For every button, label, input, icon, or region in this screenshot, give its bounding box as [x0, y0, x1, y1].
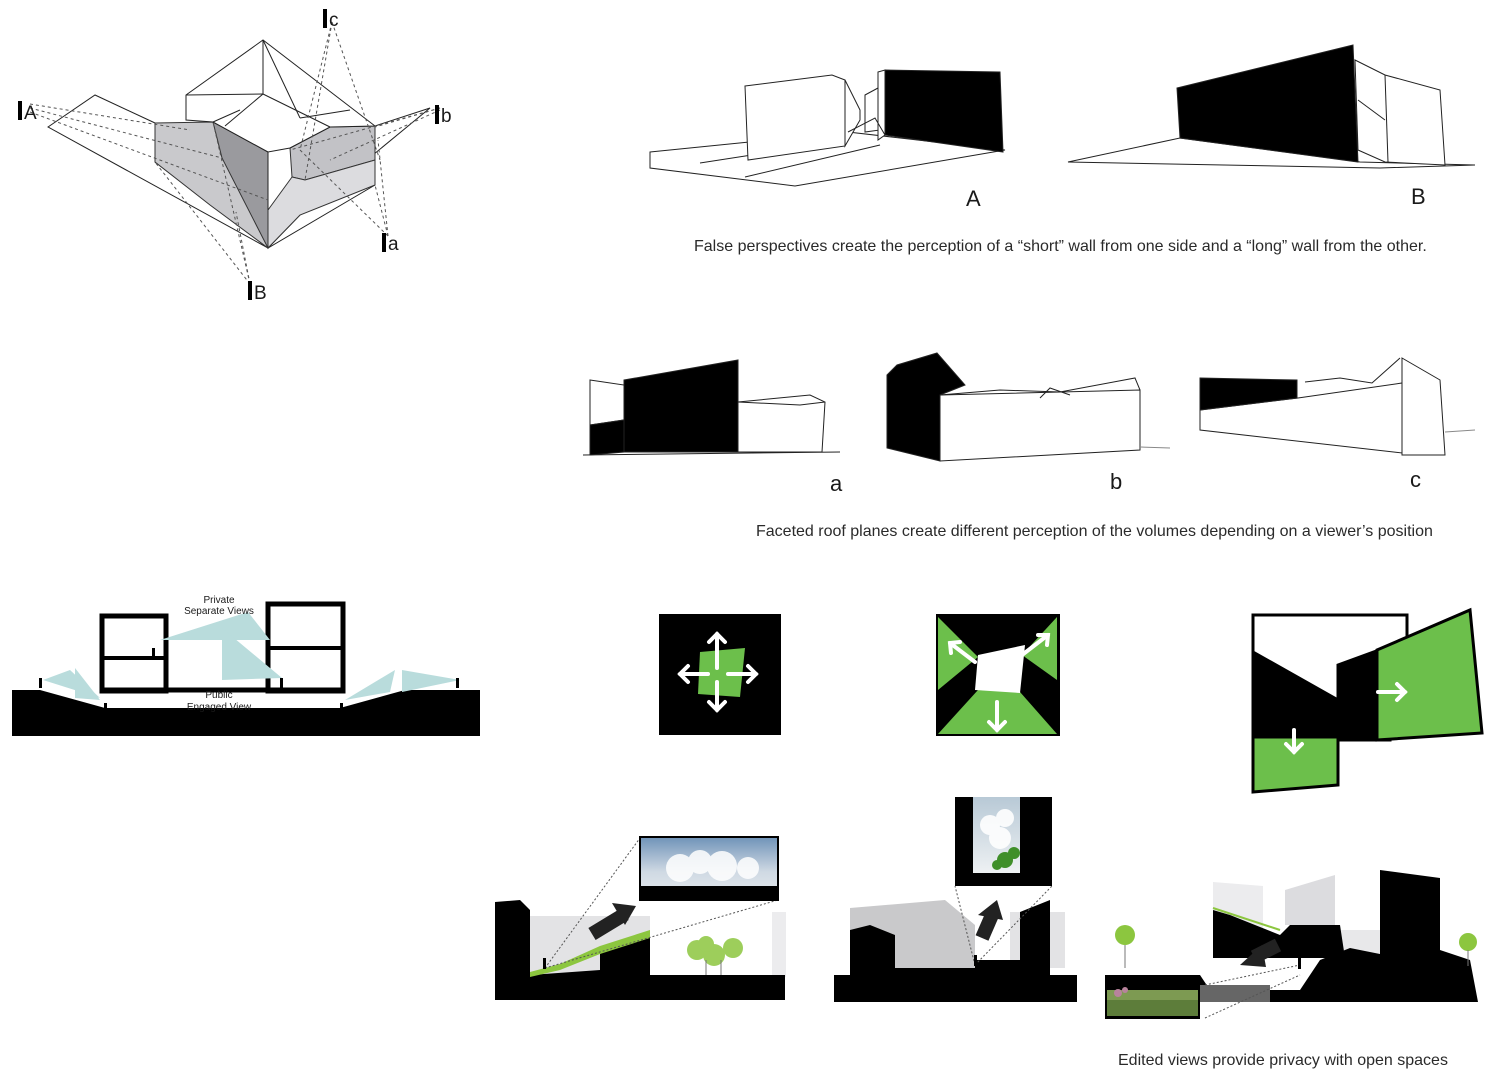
- roof-view-c: [1199, 357, 1476, 456]
- false-perspective-caption: False perspectives create the perception…: [694, 238, 1427, 255]
- axon-marker-A: A: [18, 101, 37, 124]
- roof-view-a: [582, 359, 841, 456]
- marker-label-A: A: [24, 103, 37, 124]
- tree-icon: [687, 936, 743, 966]
- section-diagram: [12, 601, 480, 736]
- private-label-line1: Private: [203, 595, 235, 606]
- perspective-view-A: [649, 69, 1006, 187]
- roof-view-b: [886, 352, 1171, 462]
- axon-marker-b: b: [435, 105, 452, 127]
- public-label-line1: Public: [205, 690, 232, 701]
- edited-view-section-1: [495, 836, 786, 1000]
- perspective-view-B: [1067, 44, 1476, 169]
- axon-marker-c: c: [323, 9, 339, 31]
- axon-marker-B: B: [248, 281, 267, 304]
- framing-icon-offset: [1251, 607, 1484, 794]
- framing-icon-tunnel: [936, 614, 1060, 736]
- view-label-A: A: [966, 186, 981, 211]
- marker-label-a: a: [388, 234, 399, 255]
- faceted-roof-caption: Faceted roof planes create different per…: [756, 523, 1433, 540]
- view-label-c: c: [1410, 467, 1421, 492]
- view-label-a: a: [830, 471, 843, 496]
- edited-views-caption: Edited views provide privacy with open s…: [1118, 1052, 1448, 1069]
- marker-label-b: b: [441, 106, 452, 127]
- view-label-B: B: [1411, 184, 1426, 209]
- edited-view-section-3: [1105, 870, 1478, 1019]
- axonometric-diagram: [29, 21, 441, 285]
- marker-label-B: B: [254, 283, 267, 304]
- public-label-line2: Engaged View: [187, 702, 252, 713]
- axon-marker-a: a: [382, 233, 399, 255]
- framing-icon-outward: [659, 614, 781, 735]
- view-label-b: b: [1110, 469, 1122, 494]
- private-label-line2: Separate Views: [184, 606, 254, 617]
- marker-label-c: c: [329, 10, 339, 31]
- edited-view-section-2: [834, 797, 1077, 1002]
